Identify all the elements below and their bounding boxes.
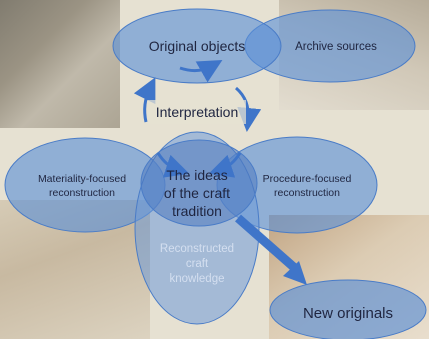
ideas-arrow-right xyxy=(208,152,242,178)
new-originals-label: New originals xyxy=(303,305,393,322)
cycle-arrow-left xyxy=(133,77,156,123)
knowledge-label-line2: craft xyxy=(186,258,209,270)
knowledge-label-line1: Reconstructed xyxy=(160,243,234,255)
procedure-label-line1: Procedure-focused xyxy=(263,173,352,185)
original-objects-ellipse xyxy=(112,8,282,84)
boat-photo-top-left xyxy=(0,0,120,128)
new-originals-ellipse xyxy=(269,279,427,339)
to-new-originals-arrowhead xyxy=(283,261,307,285)
cycle-arrow-top xyxy=(179,60,223,83)
ideas-label-line3: tradition xyxy=(172,203,222,219)
ideas-label-line1: The ideas xyxy=(166,167,227,183)
ideas-label-line2: of the craft xyxy=(164,185,230,201)
to-new-originals-arrow xyxy=(235,214,300,274)
archive-sources-label: Archive sources xyxy=(295,41,377,53)
procedure-label-line2: reconstruction xyxy=(274,187,340,199)
original-objects-label: Original objects xyxy=(149,38,246,54)
materiality-label-line2: reconstruction xyxy=(49,187,115,199)
interpretation-label-bg xyxy=(148,100,246,124)
ideas-arrow-left xyxy=(156,152,190,178)
interpretation-label: Interpretation xyxy=(156,104,239,120)
materiality-label-line1: Materiality-focused xyxy=(38,173,126,185)
knowledge-label-line3: knowledge xyxy=(170,273,225,285)
